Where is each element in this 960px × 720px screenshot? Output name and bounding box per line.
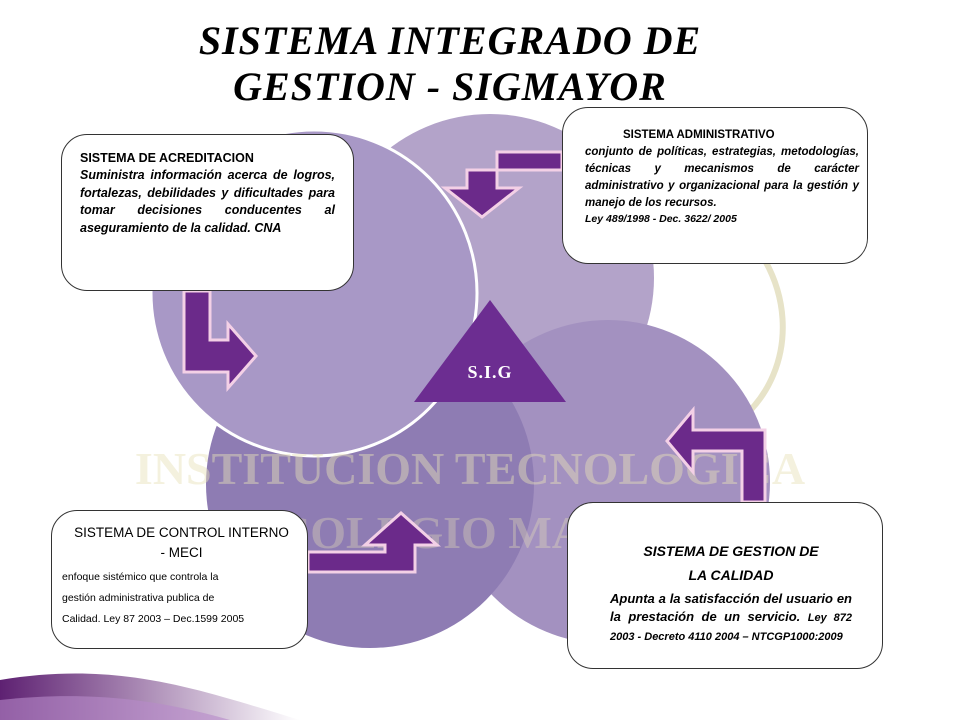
acreditacion-heading: SISTEMA DE ACREDITACION	[80, 151, 254, 165]
gestion-body: Apunta a la satisfacción del usuario en …	[610, 590, 852, 646]
control-body-line-3: Calidad. Ley 87 2003 – Dec.1599 2005	[62, 613, 245, 625]
acreditacion-body: Suministra información acerca de logros,…	[80, 168, 335, 235]
administrativo-box: SISTEMA ADMINISTRATIVO conjunto de polít…	[562, 107, 868, 264]
title-line-2: GESTION - SIGMAYOR	[233, 64, 667, 109]
arrow-from-gestion	[665, 405, 767, 504]
control-body: enfoque sistémico que controla la gestió…	[62, 567, 301, 630]
arrow-from-acreditacion	[182, 289, 258, 392]
administrativo-heading: SISTEMA ADMINISTRATIVO	[623, 129, 775, 141]
control-body-line-1: enfoque sistémico que controla la	[62, 571, 219, 583]
acreditacion-box: SISTEMA DE ACREDITACION Suministra infor…	[61, 134, 354, 291]
arrow-from-administrativo	[440, 150, 564, 219]
sig-label: S.I.G	[467, 362, 513, 382]
control-box: SISTEMA DE CONTROL INTERNO - MECI enfoqu…	[51, 510, 308, 649]
arrow-from-control	[306, 510, 441, 574]
control-heading-line-1: SISTEMA DE CONTROL INTERNO	[74, 525, 289, 540]
gestion-heading-line-2: LA CALIDAD	[688, 567, 774, 583]
gestion-box: SISTEMA DE GESTION DE LA CALIDAD Apunta …	[567, 502, 883, 669]
gestion-heading-line-1: SISTEMA DE GESTION DE	[643, 543, 819, 559]
administrativo-body: conjunto de políticas, estrategias, meto…	[585, 146, 859, 209]
control-body-line-2: gestión administrativa publica de	[62, 592, 215, 604]
title-line-1: SISTEMA INTEGRADO DE	[198, 18, 702, 63]
gestion-reference: Ley 872 2003 - Decreto 4110 2004 – NTCGP…	[610, 612, 852, 643]
corner-band-light	[0, 696, 230, 720]
control-heading-line-2: - MECI	[160, 545, 203, 560]
control-heading: SISTEMA DE CONTROL INTERNO - MECI	[62, 523, 301, 563]
gestion-body-text: Apunta a la satisfacción del usuario en …	[610, 591, 852, 624]
sig-triangle	[414, 300, 566, 402]
gestion-heading: SISTEMA DE GESTION DE LA CALIDAD	[610, 539, 852, 587]
administrativo-reference: Ley 489/1998 - Dec. 3622/ 2005	[585, 213, 737, 225]
page-title: SISTEMA INTEGRADO DE GESTION - SIGMAYOR	[120, 18, 780, 110]
